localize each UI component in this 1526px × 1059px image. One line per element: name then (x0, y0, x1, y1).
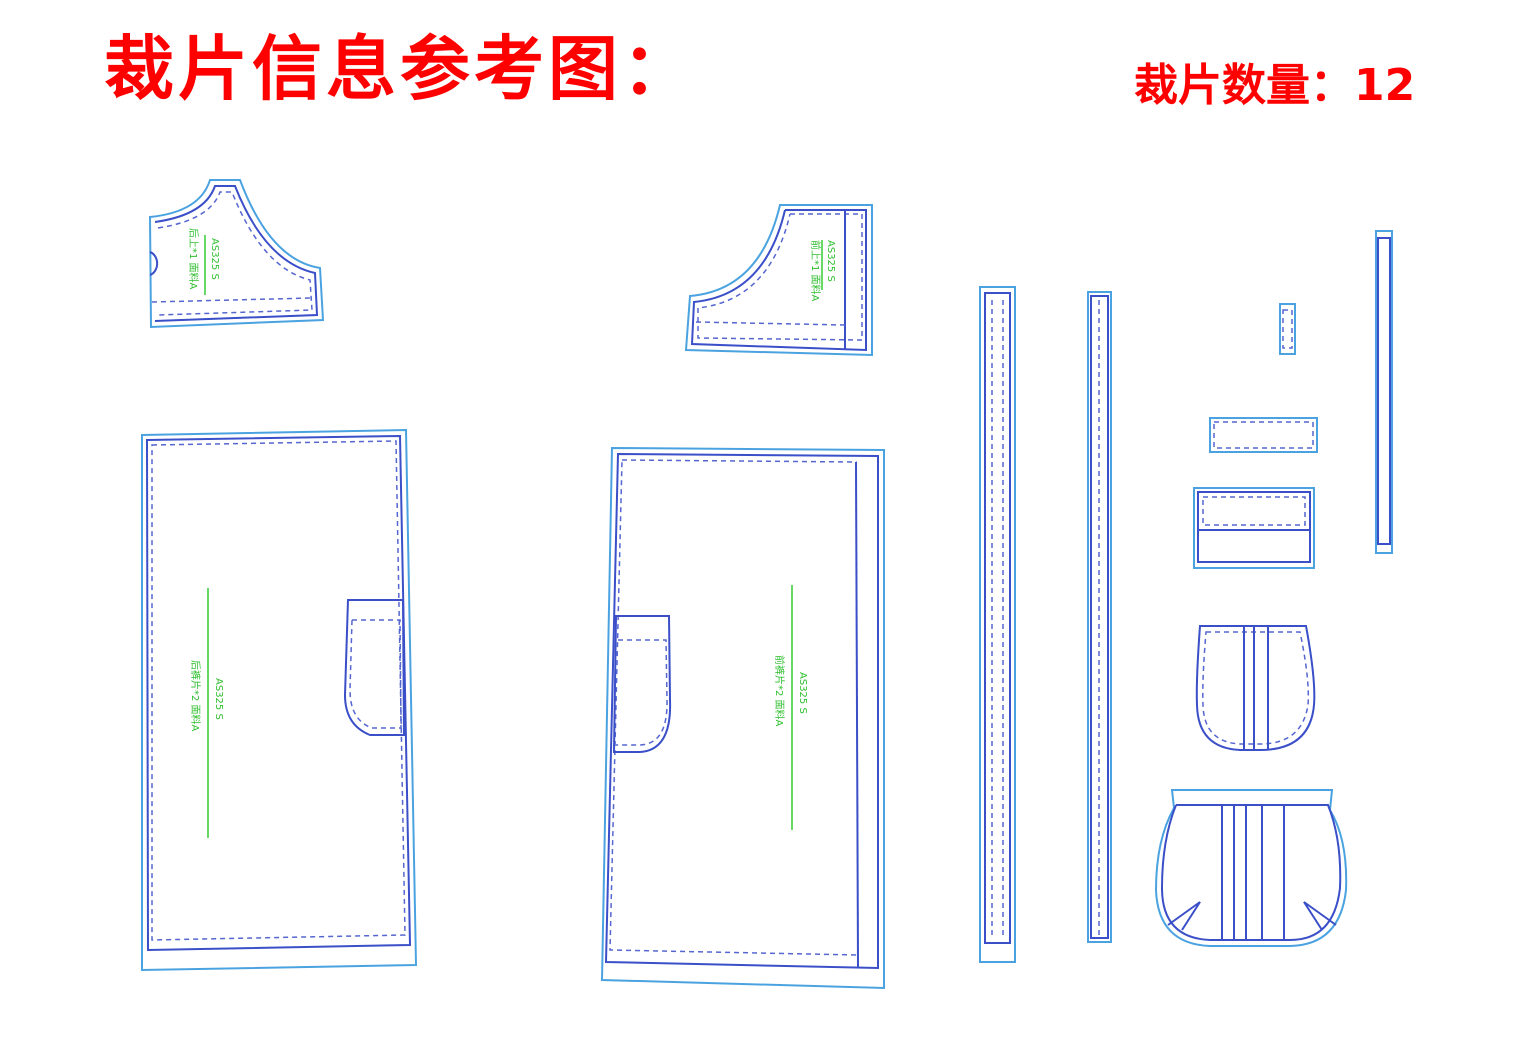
piece-back-leg: AS325 S 后裤片*2 面料A (141, 428, 418, 972)
piece-label: AS325 S (209, 238, 220, 280)
piece-label: AS325 S (825, 240, 836, 282)
piece-pocket-2 (1154, 789, 1348, 947)
piece-front-leg: AS325 S 前裤片*2 面料A (600, 446, 885, 990)
piece-label: 后上*1 面料A (187, 228, 200, 290)
piece-label: 前裤片*2 面料A (773, 655, 786, 727)
piece-long-strip (1375, 230, 1393, 554)
piece-pocket-1 (1195, 625, 1316, 751)
piece-small-tab (1279, 303, 1296, 355)
piece-rect-2 (1193, 487, 1315, 569)
piece-strip-2 (1087, 291, 1112, 943)
piece-strip-1 (979, 286, 1016, 963)
page-title: 裁片信息参考图： (104, 28, 696, 110)
piece-label: 前上*1 面料A (809, 240, 822, 302)
piece-rect-1 (1209, 417, 1318, 453)
piece-label: AS325 S (797, 672, 808, 714)
piece-back-yoke: AS325 S 后上*1 面料A (148, 179, 325, 329)
piece-label: AS325 S (213, 678, 224, 720)
piece-count: 裁片数量：12 (1134, 60, 1416, 111)
piece-front-top: AS325 S 前上*1 面料A (684, 204, 873, 357)
piece-label: 后裤片*2 面料A (189, 660, 202, 732)
